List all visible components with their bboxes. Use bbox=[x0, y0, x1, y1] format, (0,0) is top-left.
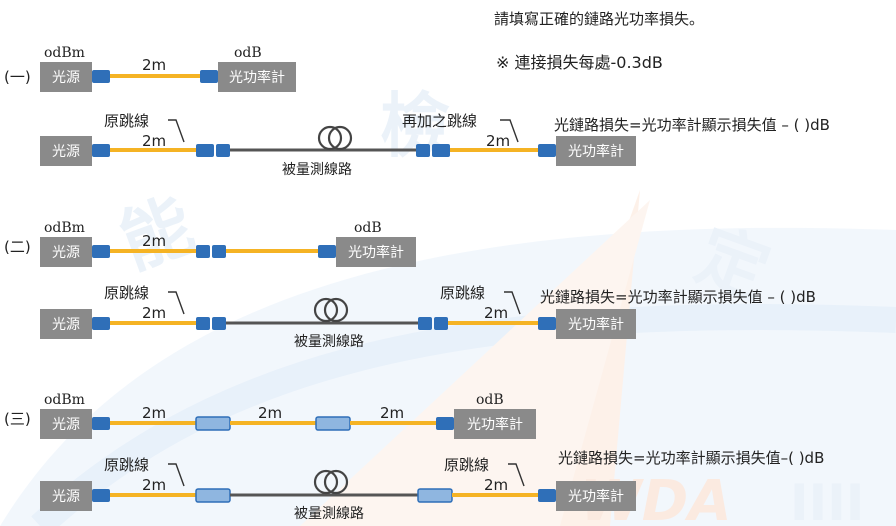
section-marker: (三) bbox=[4, 410, 31, 428]
connector bbox=[92, 245, 110, 258]
connector bbox=[418, 317, 432, 330]
power-meter-label: 光功率計 bbox=[348, 244, 404, 261]
light-source-box bbox=[40, 409, 92, 439]
light-source-box bbox=[40, 136, 92, 166]
connector bbox=[538, 489, 556, 502]
light-source-label: 光源 bbox=[52, 317, 80, 333]
connector bbox=[212, 317, 226, 330]
original-jumper-label: 原跳線 bbox=[444, 456, 489, 474]
fiber-under-test-label: 被量測線路 bbox=[282, 162, 352, 178]
fiber-coil-icon bbox=[317, 125, 353, 151]
callout-arrow bbox=[168, 119, 185, 143]
length-label: 2m bbox=[142, 476, 166, 494]
power-meter-label: 光功率計 bbox=[568, 488, 624, 505]
fiber-under-test-label: 被量測線路 bbox=[294, 334, 364, 350]
adapter-connector bbox=[195, 488, 231, 503]
power-meter-label: 光功率計 bbox=[467, 416, 523, 433]
section-marker: (一) bbox=[4, 68, 31, 86]
light-source-label: 光源 bbox=[52, 144, 80, 160]
power-meter-box bbox=[556, 136, 636, 166]
connector bbox=[212, 245, 226, 258]
connector bbox=[432, 144, 450, 157]
callout-arrow bbox=[168, 463, 185, 487]
callout-arrow bbox=[500, 119, 519, 143]
power-meter-label: 光功率計 bbox=[229, 69, 285, 86]
length-label: 2m bbox=[486, 132, 510, 150]
connector bbox=[92, 489, 110, 502]
loss-formula: 光鏈路損失=光功率計顯示損失值 – ( )dB bbox=[554, 116, 830, 134]
connector bbox=[436, 417, 454, 430]
adapter-connector bbox=[417, 488, 453, 503]
odbm-label: odBm bbox=[44, 220, 85, 236]
length-label: 2m bbox=[484, 304, 508, 322]
connector bbox=[416, 144, 430, 157]
odb-label: odB bbox=[354, 220, 382, 236]
fiber-under-test-label: 被量測線路 bbox=[294, 506, 364, 522]
connector bbox=[196, 144, 214, 157]
connector bbox=[92, 317, 110, 330]
connector bbox=[92, 70, 110, 83]
power-meter-label: 光功率計 bbox=[568, 143, 624, 160]
power-meter-label: 光功率計 bbox=[568, 316, 624, 333]
watermark-background: 檢 能 定 WDA IIII bbox=[0, 85, 896, 526]
light-source-label: 光源 bbox=[52, 70, 80, 86]
section-marker: (二) bbox=[4, 238, 31, 256]
adapter-connector bbox=[315, 416, 351, 431]
connector bbox=[196, 245, 210, 258]
odbm-label: odBm bbox=[44, 45, 85, 61]
light-source-box bbox=[40, 62, 92, 92]
callout-arrow bbox=[168, 291, 185, 315]
power-meter-box bbox=[556, 309, 636, 339]
connection-loss-note: ※ 連接損失每處-0.3dB bbox=[496, 53, 663, 72]
instruction-text: 請填寫正確的鏈路光功率損失。 bbox=[494, 10, 704, 28]
loss-formula: 光鏈路損失=光功率計顯示損失值–( )dB bbox=[558, 449, 824, 467]
connector bbox=[92, 144, 110, 157]
light-source-box bbox=[40, 309, 92, 339]
connector bbox=[318, 245, 336, 258]
odb-label: odB bbox=[234, 45, 262, 61]
length-label: 2m bbox=[142, 132, 166, 150]
added-jumper-label: 再加之跳線 bbox=[402, 112, 477, 130]
length-label: 2m bbox=[484, 476, 508, 494]
light-source-label: 光源 bbox=[52, 245, 80, 261]
connector bbox=[538, 144, 556, 157]
length-label: 2m bbox=[142, 56, 166, 74]
adapter-connector bbox=[195, 416, 231, 431]
length-label: 2m bbox=[380, 404, 404, 422]
light-source-label: 光源 bbox=[52, 489, 80, 505]
section-1: (一) odBm 光源 2m odB 光功率計 原跳線 光源 2m 被量測線路 … bbox=[4, 45, 830, 178]
original-jumper-label: 原跳線 bbox=[440, 284, 485, 302]
power-meter-box bbox=[218, 62, 296, 92]
light-source-box bbox=[40, 481, 92, 511]
length-label: 2m bbox=[142, 304, 166, 322]
light-source-label: 光源 bbox=[52, 417, 80, 433]
connector bbox=[92, 417, 110, 430]
connector bbox=[196, 317, 210, 330]
power-meter-box bbox=[336, 237, 416, 267]
original-jumper-label: 原跳線 bbox=[104, 284, 149, 302]
callout-arrow bbox=[508, 463, 525, 487]
connector bbox=[200, 70, 218, 83]
light-source-box bbox=[40, 237, 92, 267]
length-label: 2m bbox=[258, 404, 282, 422]
connector bbox=[434, 317, 448, 330]
power-meter-box bbox=[454, 409, 536, 439]
power-meter-box bbox=[556, 481, 636, 511]
loss-formula: 光鏈路損失=光功率計顯示損失值 – ( )dB bbox=[540, 288, 816, 306]
section-3: (三) odBm 光源 2m 2m 2m odB 光功率計 原跳線 光源 2m … bbox=[4, 392, 824, 522]
section-2: (二) odBm 光源 2m odB 光功率計 原跳線 光源 2m 被量測線路 … bbox=[4, 220, 816, 350]
length-label: 2m bbox=[142, 404, 166, 422]
original-jumper-label: 原跳線 bbox=[104, 456, 149, 474]
svg-text:IIII: IIII bbox=[790, 474, 864, 526]
connector bbox=[216, 144, 230, 157]
original-jumper-label: 原跳線 bbox=[104, 112, 149, 130]
length-label: 2m bbox=[142, 232, 166, 250]
connector bbox=[538, 317, 556, 330]
odb-label: odB bbox=[476, 392, 504, 408]
callout-arrow bbox=[504, 291, 521, 315]
odbm-label: odBm bbox=[44, 392, 85, 408]
